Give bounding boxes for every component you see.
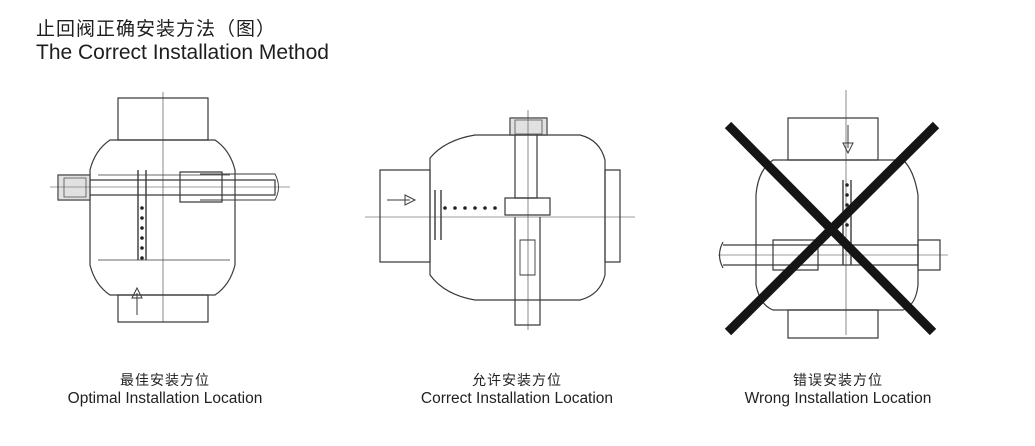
valve-body <box>755 159 919 311</box>
right-pipe <box>604 169 621 263</box>
valve-disc <box>137 170 147 260</box>
spring <box>443 206 497 210</box>
bottom-pipe <box>117 294 209 323</box>
top-cap <box>509 117 548 136</box>
caption-correct: 允许安装方位 Correct Installation Location <box>367 372 667 408</box>
caption-correct-en: Correct Installation Location <box>420 390 614 407</box>
spring <box>140 206 144 260</box>
optimal-installation-diagram <box>50 92 290 323</box>
wrong-installation-diagram <box>718 90 948 339</box>
valve-disc <box>514 135 538 199</box>
caption-wrong: 错误安装方位 Wrong Installation Location <box>688 372 988 408</box>
caption-optimal-en: Optimal Installation Location <box>67 390 263 407</box>
valve-body <box>89 139 236 296</box>
page-title-english: The Correct Installation Method <box>36 41 329 64</box>
valve-body <box>429 134 606 301</box>
correct-installation-diagram <box>365 110 635 330</box>
valve-stem <box>514 217 541 326</box>
flow-arrow-right <box>387 194 417 206</box>
left-pipe <box>379 169 431 263</box>
wrong-cross-mark <box>724 121 940 336</box>
caption-correct-cn: 允许安装方位 <box>472 372 562 388</box>
caption-wrong-cn: 错误安装方位 <box>793 372 883 388</box>
flow-arrow-up <box>131 286 143 315</box>
flow-arrow-down <box>842 125 854 155</box>
page-title-chinese: 止回阀正确安装方法（图） <box>36 19 277 40</box>
caption-wrong-en: Wrong Installation Location <box>744 390 932 407</box>
bottom-pipe <box>787 309 879 339</box>
caption-optimal: 最佳安装方位 Optimal Installation Location <box>15 372 315 408</box>
side-cap <box>57 174 91 201</box>
caption-optimal-cn: 最佳安装方位 <box>120 372 210 388</box>
top-pipe <box>787 117 879 161</box>
valve-stem <box>90 179 276 196</box>
